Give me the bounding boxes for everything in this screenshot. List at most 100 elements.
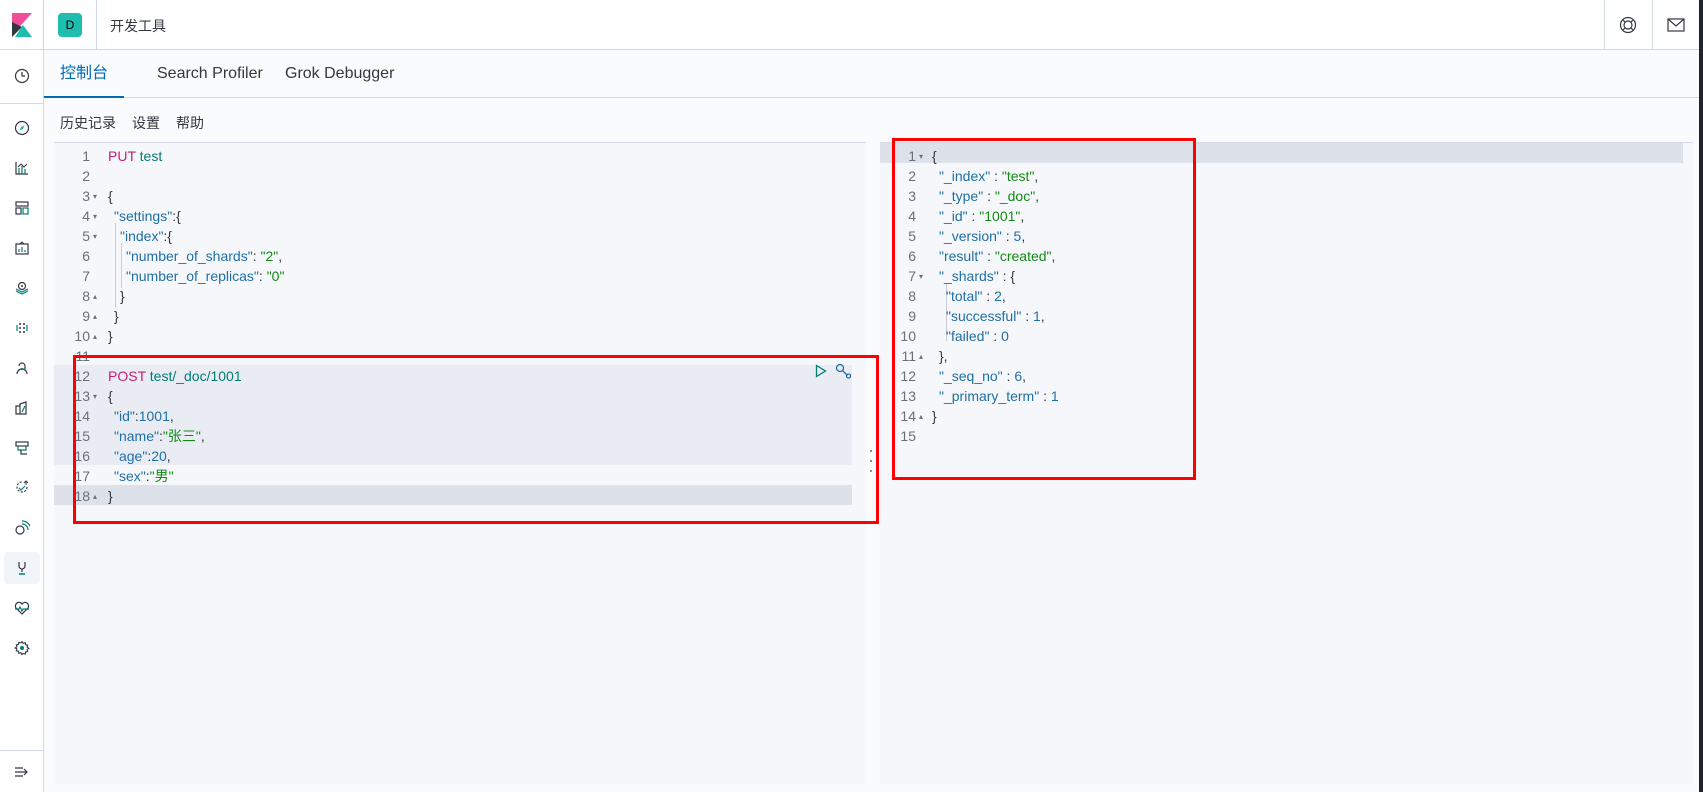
nav-monitoring[interactable] (4, 592, 40, 624)
nav-apm[interactable] (4, 472, 40, 504)
pane-resizer[interactable] (868, 450, 874, 472)
request-editor[interactable]: 1 2 3▾ 4▾ 5▾ 6 7 8▴ 9▴ 10▴ 11 12 13▾ 14 … (54, 142, 866, 784)
line-number: 3▾ (54, 186, 104, 206)
nav-maps[interactable] (4, 272, 40, 304)
space-badge[interactable]: D (58, 13, 82, 37)
tab-grok-debugger[interactable]: Grok Debugger (285, 65, 395, 82)
fold-toggle[interactable]: ▴ (92, 292, 97, 302)
line-number: 4▾ (54, 206, 104, 226)
code-line: "_index" : "test", (939, 168, 1039, 184)
tab-console[interactable]: 控制台 (44, 50, 125, 98)
code-line: "total" : 2, (946, 288, 1006, 304)
fold-toggle[interactable]: ▾ (92, 212, 97, 222)
fold-toggle[interactable]: ▾ (918, 152, 923, 162)
fold-toggle[interactable]: ▴ (92, 492, 97, 502)
indent-guide (115, 223, 116, 308)
line-number: 1▾ (880, 146, 930, 166)
code-line: "index":{ (120, 228, 172, 244)
top-header: D 开发工具 (44, 0, 1703, 50)
history-link[interactable]: 历史记录 (60, 115, 116, 131)
code-line: "result" : "created", (939, 248, 1056, 264)
help-lifebuoy-icon (1619, 16, 1637, 34)
line-number: 7 (82, 268, 90, 284)
map-pin-icon (15, 281, 29, 295)
fold-toggle[interactable]: ▾ (92, 392, 97, 402)
line-number: 16 (74, 448, 90, 464)
request-code-area[interactable]: PUT test { "settings":{ "index":{ "numbe… (104, 143, 866, 784)
line-number: 9▴ (54, 306, 104, 326)
header-divider (1604, 0, 1605, 50)
request-options-button[interactable] (835, 363, 853, 379)
response-editor[interactable]: 1▾ 2 3 4 5 6 7▾ 8 9 10 11▴ 12 13 14▴ 15 … (880, 142, 1693, 784)
nav-management[interactable] (4, 632, 40, 664)
chart-icon (15, 162, 28, 175)
header-divider (96, 0, 97, 50)
line-number: 15 (74, 428, 90, 444)
nav-canvas[interactable] (4, 232, 40, 264)
nav-collapse-toggle[interactable] (4, 756, 40, 788)
send-request-button[interactable] (815, 363, 827, 379)
line-number: 8 (908, 288, 916, 304)
code-line: { (932, 148, 937, 164)
nav-visualize[interactable] (4, 152, 40, 184)
code-line: { (108, 388, 113, 404)
selected-request-highlight (54, 365, 852, 465)
request-actions (815, 363, 853, 379)
kibana-logo[interactable] (0, 0, 44, 50)
nav-discover[interactable] (4, 112, 40, 144)
response-code-area[interactable]: { "_index" : "test", "_type" : "_doc", "… (930, 143, 1693, 784)
code-line: "_seq_no" : 6, (939, 368, 1027, 384)
nav-uptime[interactable] (4, 512, 40, 544)
code-line: "age":20, (114, 448, 171, 464)
line-number: 10 (900, 328, 916, 344)
header-divider (1652, 0, 1653, 50)
nav-infrastructure[interactable] (4, 432, 40, 464)
nav-recently-viewed[interactable] (4, 60, 40, 92)
play-icon (815, 364, 827, 378)
code-line: "settings":{ (114, 208, 181, 224)
line-number: 6 (82, 248, 90, 264)
line-number: 13 (900, 388, 916, 404)
code-line: }, (939, 348, 948, 364)
line-number: 17 (74, 468, 90, 484)
code-line: } (932, 408, 937, 424)
code-line: "successful" : 1, (946, 308, 1045, 324)
fold-toggle[interactable]: ▴ (92, 332, 97, 342)
nav-machine-learning[interactable] (4, 312, 40, 344)
newsfeed-button[interactable] (1663, 12, 1689, 38)
line-number: 2 (82, 168, 90, 184)
canvas-icon (15, 241, 29, 255)
fold-toggle[interactable]: ▾ (92, 232, 97, 242)
wrench-icon (18, 562, 26, 575)
gear-icon (14, 640, 30, 656)
settings-link[interactable]: 设置 (132, 115, 160, 131)
nav-dev-tools[interactable] (4, 552, 40, 584)
fold-toggle[interactable]: ▴ (92, 312, 97, 322)
collapse-menu-icon (15, 767, 28, 777)
logs-icon (15, 401, 27, 415)
side-nav (0, 0, 44, 792)
fold-toggle[interactable]: ▾ (918, 272, 923, 282)
fold-toggle[interactable]: ▴ (918, 412, 923, 422)
help-link[interactable]: 帮助 (176, 115, 204, 131)
line-number: 11▴ (880, 346, 930, 366)
line-number: 12 (900, 368, 916, 384)
tab-search-profiler[interactable]: Search Profiler (157, 65, 263, 82)
fold-toggle[interactable]: ▾ (92, 192, 97, 202)
apm-icon (16, 480, 29, 493)
nav-graph[interactable] (4, 352, 40, 384)
code-line: } (108, 328, 113, 344)
code-line: } (114, 308, 119, 324)
code-line: "_type" : "_doc", (939, 188, 1040, 204)
nav-logs[interactable] (4, 392, 40, 424)
nav-dashboard[interactable] (4, 192, 40, 224)
code-line: "sex":"男" (114, 468, 174, 484)
fold-toggle[interactable]: ▴ (918, 352, 923, 362)
code-line: "id":1001, (114, 408, 174, 424)
code-line: "failed" : 0 (946, 328, 1009, 344)
help-button[interactable] (1615, 12, 1641, 38)
line-number: 2 (908, 168, 916, 184)
line-number: 12 (74, 368, 90, 384)
code-line: "_id" : "1001", (939, 208, 1025, 224)
